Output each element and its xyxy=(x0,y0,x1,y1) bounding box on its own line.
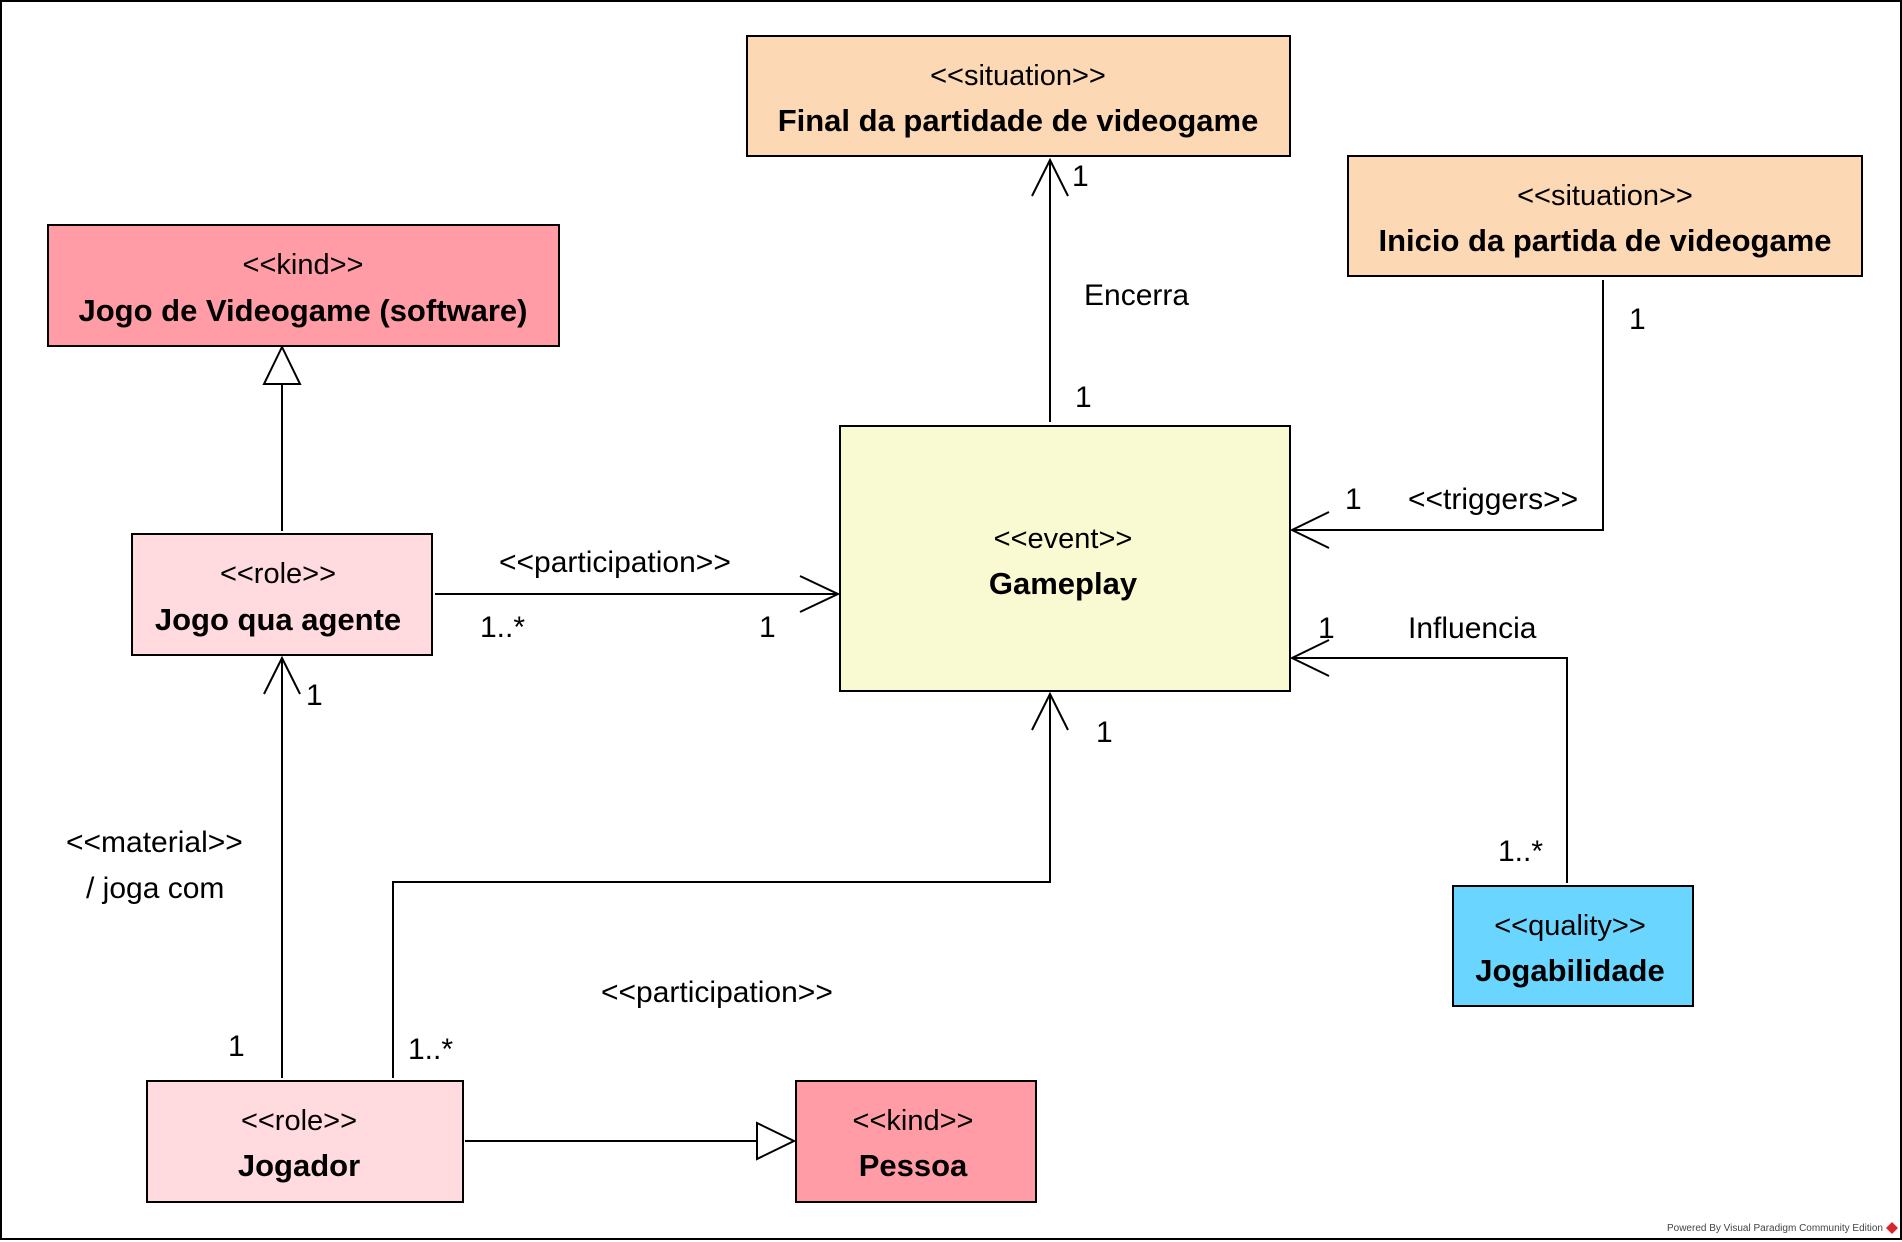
node-jogo-videogame[interactable]: <<kind>> Jogo de Videogame (software) xyxy=(47,224,560,347)
label-material-stereotype: <<material>> xyxy=(66,826,243,859)
node-name: Final da partidade de videogame xyxy=(778,103,1259,138)
node-name: Jogo de Videogame (software) xyxy=(78,293,527,328)
node-stereotype: <<kind>> xyxy=(853,1105,974,1137)
mult-influencia-source: 1..* xyxy=(1498,835,1543,868)
node-name: Jogabilidade xyxy=(1475,953,1664,988)
node-name: Inicio da partida de videogame xyxy=(1378,223,1831,258)
node-stereotype: <<event>> xyxy=(994,523,1133,555)
node-pessoa[interactable]: <<kind>> Pessoa xyxy=(795,1080,1037,1203)
node-box xyxy=(1347,155,1863,277)
mult-triggers-target: 1 xyxy=(1345,483,1362,516)
arrowhead-participation-jogador xyxy=(1031,691,1069,731)
arrowhead-material xyxy=(263,655,301,695)
edge-influencia[interactable] xyxy=(1292,657,1568,883)
mult-participation-agente-target: 1 xyxy=(759,611,776,644)
node-box xyxy=(795,1080,1037,1203)
mult-influencia-target: 1 xyxy=(1318,612,1335,645)
arrowhead-encerra xyxy=(1031,157,1069,197)
label-influencia: Influencia xyxy=(1408,612,1537,645)
edge-triggers[interactable] xyxy=(1292,280,1604,531)
label-triggers: <<triggers>> xyxy=(1408,483,1578,516)
node-jogo-qua-agente[interactable]: <<role>> Jogo qua agente xyxy=(131,533,433,656)
label-participation-agente: <<participation>> xyxy=(499,546,731,579)
node-box xyxy=(47,224,560,347)
node-name: Jogo qua agente xyxy=(155,602,401,637)
edge-participation-jogador[interactable] xyxy=(392,694,1051,1078)
mult-material-source: 1 xyxy=(228,1030,245,1063)
node-jogador[interactable]: <<role>> Jogador xyxy=(146,1080,464,1203)
node-stereotype: <<role>> xyxy=(220,558,336,590)
watermark-text: Powered By Visual Paradigm Community Edi… xyxy=(1667,1223,1883,1234)
mult-participation-jogador-target: 1 xyxy=(1096,716,1113,749)
node-stereotype: <<role>> xyxy=(241,1105,357,1137)
mult-participation-jogador-source: 1..* xyxy=(408,1033,453,1066)
node-jogabilidade[interactable]: <<quality>> Jogabilidade xyxy=(1452,885,1694,1007)
node-box xyxy=(1452,885,1694,1007)
node-inicio-partida[interactable]: <<situation>> Inicio da partida de video… xyxy=(1347,155,1863,277)
arrowhead-generalization-jogo xyxy=(262,344,302,385)
mult-participation-agente-source: 1..* xyxy=(480,611,525,644)
node-box xyxy=(146,1080,464,1203)
mult-encerra-source: 1 xyxy=(1075,381,1092,414)
label-participation-jogador: <<participation>> xyxy=(601,976,833,1009)
arrowhead-influencia xyxy=(1289,639,1330,677)
node-stereotype: <<kind>> xyxy=(243,249,364,281)
mult-triggers-source: 1 xyxy=(1629,303,1646,336)
node-name: Jogador xyxy=(238,1148,360,1183)
node-gameplay[interactable]: <<event>> Gameplay xyxy=(839,425,1291,692)
node-stereotype: <<situation>> xyxy=(930,60,1106,92)
node-box xyxy=(839,425,1291,692)
arrowhead-triggers xyxy=(1289,511,1330,549)
edges xyxy=(262,157,1604,1161)
node-name: Pessoa xyxy=(859,1148,968,1183)
node-stereotype: <<situation>> xyxy=(1517,180,1693,212)
node-box xyxy=(131,533,433,656)
node-box xyxy=(746,35,1291,157)
mult-material-target: 1 xyxy=(306,679,323,712)
node-name: Gameplay xyxy=(989,566,1138,601)
visual-paradigm-logo-icon xyxy=(1886,1222,1898,1234)
node-final-partida[interactable]: <<situation>> Final da partidade de vide… xyxy=(746,35,1291,157)
arrowhead-participation-agente xyxy=(799,575,841,613)
arrowhead-generalization-pessoa xyxy=(756,1121,797,1161)
node-stereotype: <<quality>> xyxy=(1494,910,1646,942)
label-material-name: / joga com xyxy=(86,872,224,905)
mult-encerra-target: 1 xyxy=(1072,160,1089,193)
label-encerra: Encerra xyxy=(1084,279,1189,312)
